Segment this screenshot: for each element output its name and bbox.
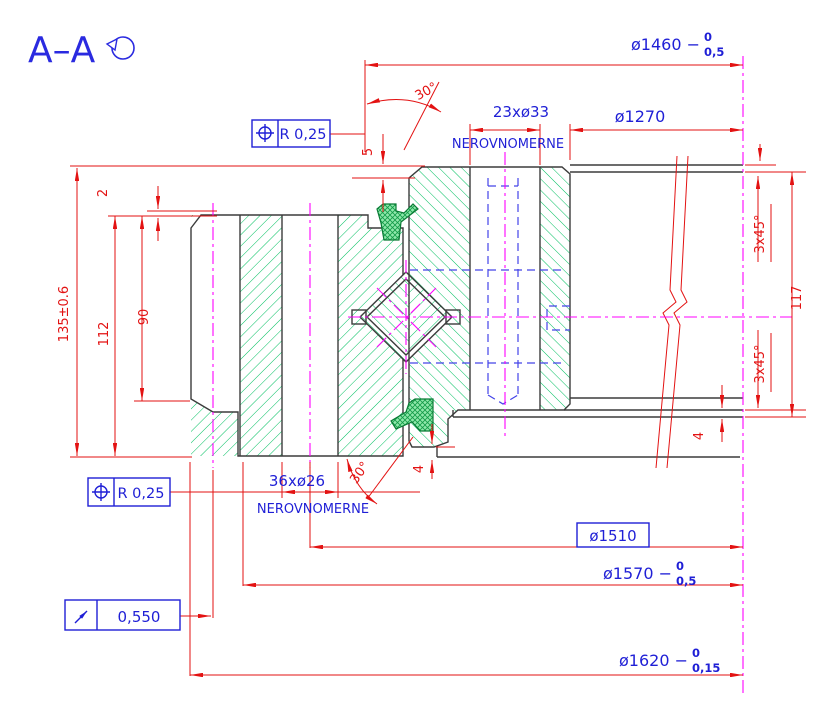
- fcf-box: [251, 119, 331, 148]
- dim-90-label: 90: [137, 309, 152, 326]
- chamfer-bottom-label: 3x45°: [753, 344, 768, 383]
- seals: [376, 203, 434, 432]
- fcf-box: [64, 599, 181, 631]
- outer-ring-section: [360, 166, 571, 448]
- bottom-seal: [390, 398, 434, 432]
- dim-1460-tol-bot: 0,5: [704, 45, 724, 59]
- angle-arc-bottom: [346, 458, 378, 505]
- dim-1270-label: ø1270: [615, 107, 666, 126]
- fcf-bottom-value: R 0,25: [118, 486, 165, 502]
- outer-ring-outline: [408, 166, 571, 448]
- dim-2-label: 2: [96, 189, 111, 197]
- dim-1460-tol-top: 0: [704, 30, 712, 44]
- position-tolerance-icon: [92, 483, 110, 501]
- fcf-runout-frame: 0,550: [64, 599, 211, 631]
- dim-1570-label: ø1570 −: [603, 564, 672, 583]
- inner-ring-outline: [190, 214, 404, 457]
- inner-ring-section: [190, 214, 452, 457]
- fcf-top-frame: R 0,25: [251, 119, 365, 148]
- position-tolerance-icon: [256, 124, 274, 142]
- dim-1510-label: ø1510: [589, 527, 636, 545]
- labels: A–A ø1460 − 0 0,5 ø1270 23xø33 NEROVNOME…: [28, 30, 805, 675]
- top-seal: [376, 203, 419, 241]
- dim-5-label: 5: [361, 148, 376, 156]
- dim-1620-tol-bot: 0,15: [692, 661, 720, 675]
- angle-top-label: 30°: [413, 80, 440, 104]
- fcf-box: [87, 477, 171, 507]
- runout-icon: [74, 610, 88, 624]
- holes-top-note: NEROVNOMERNE: [452, 137, 564, 152]
- dim-117-label: 117: [790, 286, 805, 311]
- rotation-icon: [105, 36, 135, 60]
- outer-ring-hatch: [360, 167, 570, 447]
- dim-1460-label: ø1460 −: [631, 35, 700, 54]
- hidden-hole-tip: [487, 394, 519, 405]
- fcf-bottom-frame: R 0,25: [87, 477, 171, 507]
- angle-ref-line: [403, 81, 440, 151]
- dim-1570-tol-top: 0: [676, 559, 684, 573]
- dimensions: [70, 60, 806, 678]
- hidden-lines: [410, 178, 570, 405]
- dim-1570-tol-bot: 0,5: [676, 574, 696, 588]
- angle-arc-top: [366, 98, 442, 113]
- dim-4-right-label: 4: [692, 432, 707, 440]
- dim-135-label: 135±0.6: [57, 286, 72, 342]
- break-line: [655, 155, 678, 469]
- roller-inner-line: [365, 278, 447, 356]
- dim-1510-box: [576, 522, 650, 548]
- fcf-runout-value: 0,550: [118, 608, 161, 626]
- hidden-plug-hole: [546, 305, 570, 331]
- holes-bottom-note: NEROVNOMERNE: [257, 502, 369, 517]
- fcf-top-value: R 0,25: [280, 127, 327, 143]
- chamfer-top-label: 3x45°: [753, 214, 768, 253]
- dim-1620-tol-top: 0: [692, 646, 700, 660]
- dim-112-label: 112: [97, 322, 112, 347]
- break-lines: [655, 155, 689, 469]
- holes-top-count: 23xø33: [493, 103, 549, 121]
- centerlines: [212, 56, 792, 697]
- holes-bottom-count: 36xø26: [269, 472, 325, 490]
- inner-ring-hatch: [191, 215, 452, 456]
- gear-rim: [436, 164, 743, 458]
- roller-diagonal-centerline: [376, 287, 437, 348]
- dim-1620-label: ø1620 −: [619, 651, 688, 670]
- dim-4-bottom-label: 4: [412, 465, 427, 473]
- break-line: [666, 155, 689, 469]
- angle-bottom-label: 30°: [347, 459, 373, 486]
- section-title: A–A: [28, 30, 96, 71]
